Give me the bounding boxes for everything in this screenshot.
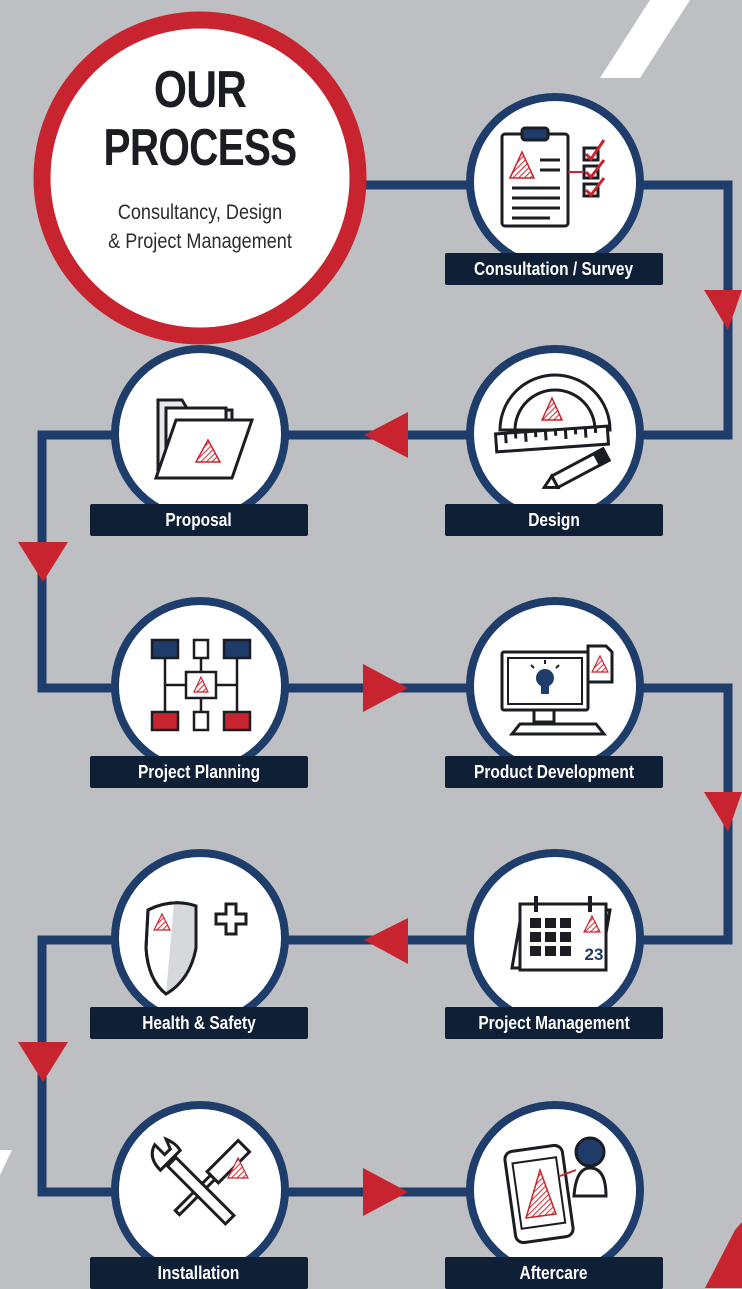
flowchart-icon (152, 640, 250, 730)
calendar-day: 23 (585, 945, 604, 964)
title-line-2: PROCESS (67, 120, 332, 176)
title-line-1: OUR (61, 62, 340, 118)
decorative-slash-top (600, 0, 690, 78)
step-label-aftercare: Aftercare (445, 1257, 663, 1289)
arrow-down-2 (18, 542, 68, 582)
step-label-health: Health & Safety (90, 1007, 308, 1039)
arrow-down-3 (704, 792, 742, 832)
arrow-down-4 (18, 1042, 68, 1082)
arrow-right-2 (363, 1168, 408, 1216)
step-label-design: Design (445, 504, 663, 536)
arrow-down-1 (704, 290, 742, 330)
subtitle-line-2: & Project Management (54, 227, 346, 256)
step-label-planning: Project Planning (90, 756, 308, 788)
arrow-left-2 (364, 918, 408, 964)
calendar-icon: 23 (512, 896, 610, 970)
step-label-development: Product Development (445, 756, 663, 788)
step-label-consultation: Consultation / Survey (445, 253, 663, 285)
decorative-slash-bottom-right (705, 1222, 742, 1288)
arrow-right-1 (363, 664, 408, 712)
arrow-left-1 (364, 412, 408, 458)
step-circle-health (115, 853, 285, 1023)
decorative-slash-left (0, 1150, 12, 1175)
step-label-management: Project Management (445, 1007, 663, 1039)
subtitle: Consultancy, Design & Project Management (54, 198, 346, 256)
step-label-proposal: Proposal (90, 504, 308, 536)
step-label-installation: Installation (90, 1257, 308, 1289)
subtitle-line-1: Consultancy, Design (54, 198, 346, 227)
title-block: OUR PROCESS Consultancy, Design & Projec… (30, 20, 370, 340)
